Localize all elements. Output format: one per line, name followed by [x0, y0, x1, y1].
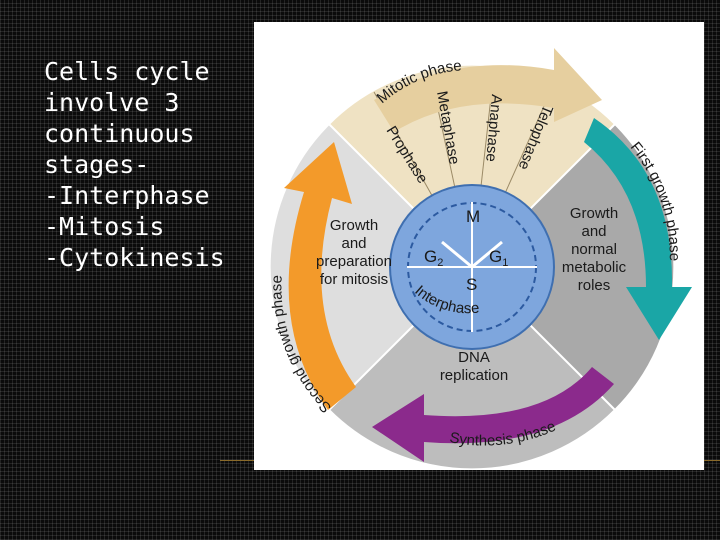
second-growth-arrow	[284, 142, 356, 410]
synthesis-arrow	[372, 367, 614, 462]
center-s-label: S	[466, 275, 477, 294]
svg-text:and: and	[341, 235, 366, 252]
svg-text:Growth: Growth	[330, 217, 378, 234]
bullet-line: -Interphase	[44, 181, 210, 210]
svg-text:Growth: Growth	[570, 205, 618, 222]
bullet-line: -Cytokinesis	[44, 243, 225, 272]
cell-cycle-diagram: Mitotic phase First growth phase Synthes…	[254, 22, 704, 470]
svg-text:roles: roles	[578, 277, 611, 294]
svg-text:DNA: DNA	[458, 349, 490, 366]
center-divider	[441, 240, 503, 269]
bullet-line: continuous	[44, 119, 195, 148]
center-g1-label: G1	[489, 247, 508, 269]
svg-text:preparation: preparation	[316, 253, 392, 270]
bullet-text: Cells cycle involve 3 continuous stages-…	[44, 56, 244, 273]
bullet-line: stages-	[44, 150, 150, 179]
first-growth-arrow	[584, 118, 692, 340]
anaphase-label: Anaphase	[482, 94, 505, 163]
left-quadrant-text: Growth and preparation for mitosis	[316, 217, 392, 288]
center-g2-label: G2	[424, 247, 443, 269]
svg-text:for mitosis: for mitosis	[320, 271, 388, 288]
bullet-line: -Mitosis	[44, 212, 165, 241]
svg-text:normal: normal	[571, 241, 617, 258]
cell-cycle-svg: Mitotic phase First growth phase Synthes…	[268, 48, 692, 470]
right-quadrant-text: Growth and normal metabolic roles	[562, 205, 627, 294]
svg-text:metabolic: metabolic	[562, 259, 627, 276]
bottom-quadrant-text: DNA replication	[440, 349, 508, 384]
svg-text:replication: replication	[440, 367, 508, 384]
wedge-g1	[470, 122, 676, 412]
mitotic-phase-arrow	[374, 48, 602, 132]
svg-text:and: and	[581, 223, 606, 240]
bullet-line: Cells cycle	[44, 57, 210, 86]
center-m-label: M	[466, 207, 480, 226]
bullet-line: involve 3	[44, 88, 180, 117]
